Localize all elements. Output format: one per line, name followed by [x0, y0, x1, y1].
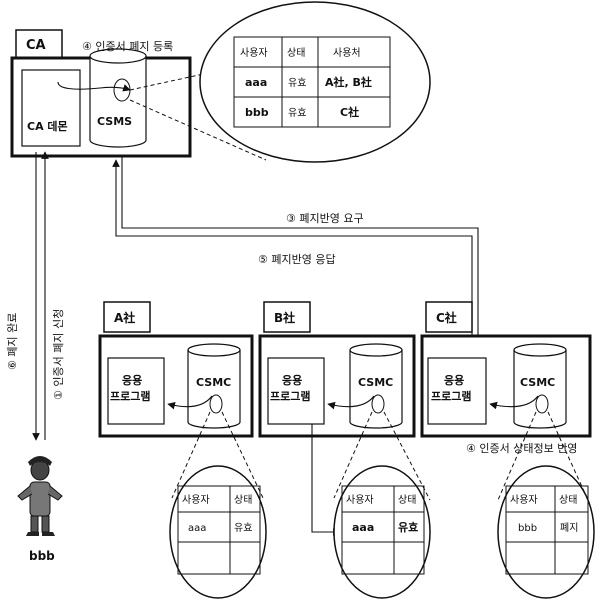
zoom-line-a-left — [171, 411, 211, 499]
company-b-label-box — [263, 301, 311, 333]
company-b-loop-arrow — [327, 395, 375, 410]
company-c-app-line2: 프로그램 — [431, 389, 471, 403]
company-c-csmc: CSMC — [520, 376, 555, 389]
company-b-app-line2: 프로그램 — [270, 389, 310, 403]
company-a-loop-arrow — [167, 395, 213, 410]
company-c-table-circle — [497, 465, 595, 599]
company-a-app-line2: 프로그램 — [110, 389, 150, 403]
company-a-csmc: CSMC — [196, 376, 231, 389]
company-a-database — [187, 343, 241, 429]
company-a-app-box — [107, 357, 165, 425]
zoom-line-ca-bottom — [129, 99, 267, 161]
ca-daemon-box — [21, 69, 81, 147]
company-b-table-header-status: 상태 — [398, 494, 416, 506]
company-b-csmc: CSMC — [358, 376, 393, 389]
company-c-table — [505, 485, 589, 575]
ca-daemon-label: CA 데몬 — [27, 119, 68, 133]
ca-table-header-usage: 사용처 — [333, 47, 361, 59]
ca-table-cell: 유효 — [288, 107, 306, 119]
company-a-table-cell: aaa — [188, 523, 206, 534]
company-c-loop-arrow — [489, 395, 539, 410]
company-c-database — [513, 343, 567, 429]
company-b-table-cell: aaa — [352, 521, 374, 534]
company-a-table-header-status: 상태 — [234, 494, 252, 506]
ca-table-cell: bbb — [245, 106, 269, 119]
step-3-label: ③ 폐지반영 요구 — [286, 212, 364, 225]
company-c-table-cell: bbb — [518, 523, 537, 534]
csms-database — [89, 48, 147, 148]
ca-table-header-status: 상태 — [287, 47, 305, 59]
step-6-label: ⑥ 폐지 완료 — [6, 313, 19, 370]
company-a-table-cell: 유효 — [234, 522, 252, 534]
company-b-database — [349, 343, 403, 429]
step-2-label: ④ 인증서 폐지 등록 — [82, 40, 173, 53]
company-b-app-line1: 응용 — [282, 374, 302, 387]
ca-table-circle — [199, 1, 431, 163]
zoom-line-c-left — [497, 411, 537, 501]
ca-table-cell: A社, B社 — [325, 75, 372, 89]
company-c-label-box — [425, 301, 473, 333]
csms-label: CSMS — [97, 115, 132, 128]
person-icon — [17, 456, 63, 536]
ca-table-cell: 유효 — [288, 77, 306, 89]
zoom-line-b-left — [333, 411, 373, 499]
company-c-table-header-user: 사용자 — [510, 494, 538, 506]
step-5-label: ⑤ 폐지반영 응답 — [258, 253, 336, 266]
company-a-app-line1: 응용 — [122, 374, 142, 387]
zoom-line-c-right — [547, 411, 589, 501]
company-b-table-cell: 유효 — [398, 520, 418, 534]
user-name: bbb — [29, 549, 55, 563]
ca-table-cell: aaa — [245, 76, 267, 89]
company-b-lookup-arrow — [311, 424, 341, 536]
company-b-table — [341, 485, 425, 575]
company-b-app-box — [267, 357, 325, 425]
company-a-table — [177, 485, 261, 575]
company-a-label: A社 — [114, 310, 135, 325]
company-b-table-circle — [333, 465, 431, 599]
ca-table-cell: C社 — [340, 105, 359, 119]
company-b-label: B社 — [274, 310, 295, 325]
ca-label: CA — [26, 38, 46, 53]
company-c-table-cell: 폐지 — [560, 522, 578, 534]
step-1-label: ① 인증서 폐지 신청 — [52, 309, 65, 400]
step-3-arrow — [121, 156, 482, 359]
company-a-table-header-user: 사용자 — [182, 494, 210, 506]
company-c-app-box — [427, 357, 487, 425]
ca-loop-arrow — [57, 81, 131, 92]
company-c-table-header-status: 상태 — [559, 494, 577, 506]
zoom-line-a-right — [221, 411, 265, 501]
company-a-label-box — [103, 301, 151, 333]
ca-table-header-user: 사용자 — [240, 47, 268, 59]
company-b-table-header-user: 사용자 — [346, 494, 374, 506]
step-4-label: ④ 인증서 상태정보 반영 — [466, 442, 577, 455]
company-a-table-circle — [169, 465, 267, 599]
step-5-arrow — [112, 159, 473, 350]
company-c-label: C社 — [436, 310, 457, 325]
zoom-line-b-right — [383, 411, 431, 501]
company-c-app-line1: 응용 — [444, 374, 464, 387]
ca-table — [233, 36, 391, 128]
